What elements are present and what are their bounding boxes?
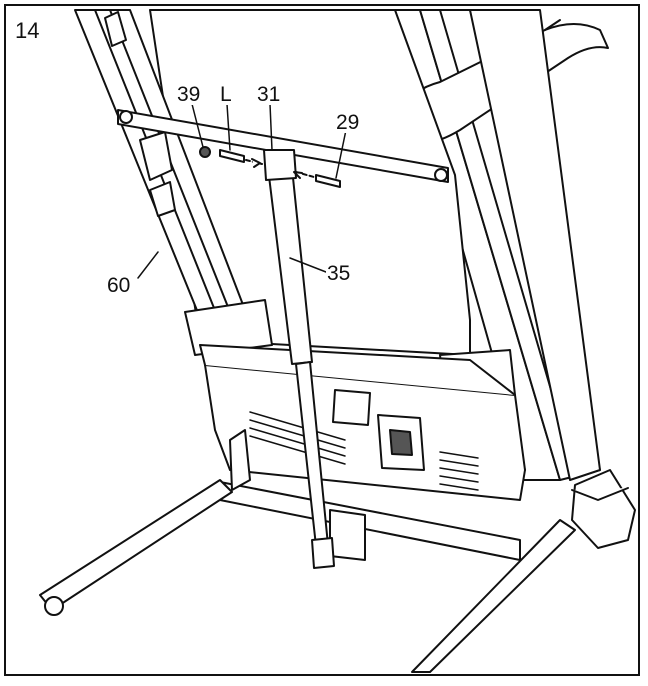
callout-leaders <box>137 103 347 279</box>
step-number: 14 <box>15 18 40 43</box>
callout-39: 39 <box>176 83 202 106</box>
callout-29: 29 <box>335 111 361 134</box>
bolt-assembly <box>199 146 341 188</box>
callout-35: 35 <box>326 262 352 285</box>
callout-l: L <box>219 83 233 106</box>
callout-31: 31 <box>256 83 282 106</box>
diagram-border <box>4 4 640 676</box>
callout-60: 60 <box>106 274 132 297</box>
motor-enclosure <box>184 299 526 501</box>
vent-grille-left <box>249 411 346 465</box>
vent-grille-right <box>439 451 479 491</box>
right-upright-post <box>469 9 636 549</box>
crossbar <box>117 109 449 183</box>
gas-shock <box>263 149 335 569</box>
base-frame <box>39 429 576 673</box>
